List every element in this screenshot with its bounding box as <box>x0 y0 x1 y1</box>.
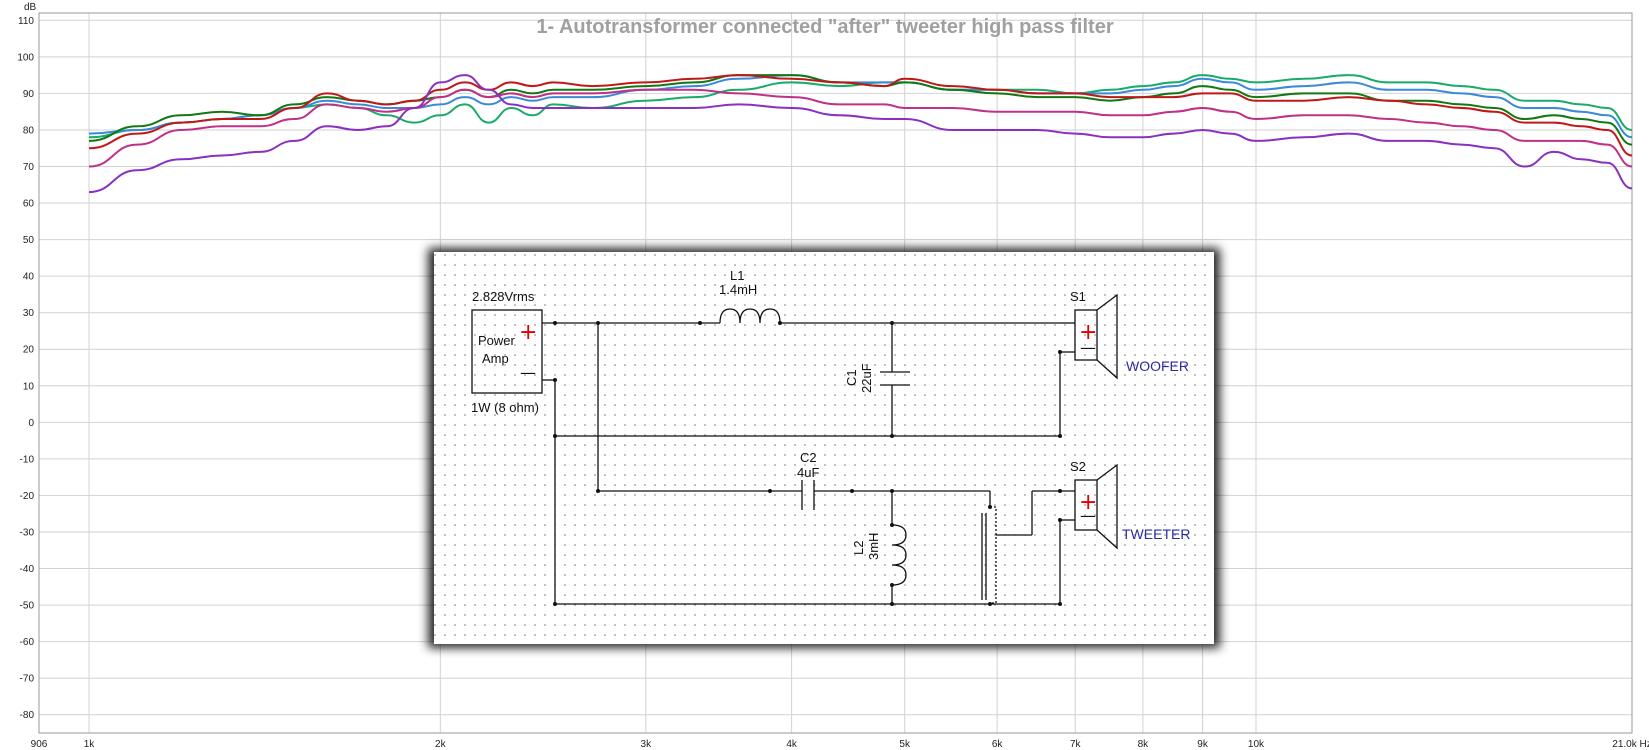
amp-plus-sign: + <box>519 320 537 345</box>
series-line-6 <box>88 74 1633 194</box>
y-tick-label: -40 <box>20 564 35 575</box>
l1-value: 1.4mH <box>719 282 757 297</box>
x-tick-label: 906 <box>31 739 48 750</box>
series-line-5 <box>88 88 1633 168</box>
y-tick-label: -50 <box>20 601 35 612</box>
woofer-label: WOOFER <box>1126 358 1189 374</box>
series-line-2 <box>88 74 1633 139</box>
x-tick-label: 3k <box>641 739 653 750</box>
speaker-s2-body <box>1074 479 1098 531</box>
plot-frame <box>38 12 1633 734</box>
source-voltage-label: 2.828Vrms <box>472 289 535 304</box>
y-axis-ticks: 1101009080706050403020100-10-20-30-40-50… <box>17 16 34 721</box>
series-line-4 <box>88 74 1633 157</box>
x-tick-label: 8k <box>1138 739 1150 750</box>
l2-name: L2 <box>851 541 866 555</box>
y-tick-label: 60 <box>23 199 35 210</box>
s2-plus-sign: + <box>1079 490 1097 515</box>
plot-border <box>38 12 1633 734</box>
power-amp-box <box>471 309 543 394</box>
s1-plus-sign: + <box>1079 320 1097 345</box>
x-tick-label: 10k <box>1248 739 1265 750</box>
speaker-s2-cone <box>1096 463 1118 550</box>
autotransformer-winding <box>990 506 997 604</box>
y-tick-label: 30 <box>23 308 35 319</box>
y-tick-label: -30 <box>20 527 35 538</box>
s1-name: S1 <box>1070 289 1086 304</box>
tweeter-label: TWEETER <box>1122 526 1190 542</box>
y-tick-label: 110 <box>18 16 34 27</box>
y-tick-label: -80 <box>20 710 35 721</box>
y-tick-label: -10 <box>20 454 35 465</box>
x-tick-label: 6k <box>992 739 1004 750</box>
inductor-l1 <box>719 308 781 324</box>
amp-minus-sign: — <box>520 363 536 382</box>
chart-title: 1- Autotransformer connected "after" twe… <box>536 16 1113 38</box>
y-tick-label: -20 <box>20 491 35 502</box>
x-tick-label: 5k <box>899 739 911 750</box>
l2-value: 3mH <box>866 533 881 560</box>
x-tick-label: 7k <box>1070 739 1082 750</box>
amp-label-line1: Power <box>478 333 516 348</box>
x-tick-label: 4k <box>786 739 798 750</box>
c2-name: C2 <box>800 450 817 465</box>
amp-power-label: 1W (8 ohm) <box>471 400 539 415</box>
inductor-l2 <box>891 524 907 586</box>
x-axis-ticks: 906 1k 2k 3k 4k 5k 6k 7k 8k 9k 10k 21.0k Hz <box>31 739 1649 750</box>
y-tick-label: 50 <box>23 235 35 246</box>
y-tick-label: 80 <box>23 125 35 136</box>
c2-value: 4uF <box>797 465 819 480</box>
c1-value: 22uF <box>859 363 874 393</box>
speaker-s1-body <box>1074 309 1098 361</box>
s2-minus-sign: — <box>1080 506 1096 525</box>
speaker-s1-cone <box>1096 293 1118 380</box>
x-tick-label: 21.0k Hz <box>1612 739 1649 750</box>
y-tick-label: 70 <box>23 162 35 173</box>
x-tick-label: 2k <box>435 739 447 750</box>
y-tick-label: 100 <box>17 52 34 63</box>
y-tick-label: 40 <box>23 272 35 283</box>
s1-minus-sign: — <box>1080 338 1096 357</box>
crossover-schematic: 2.828Vrms Power Amp + — 1W (8 ohm) L1 1.… <box>428 248 1220 648</box>
y-tick-label: -60 <box>20 637 35 648</box>
y-tick-label: 20 <box>23 345 35 356</box>
y-tick-label: 90 <box>23 89 35 100</box>
x-tick-label: 9k <box>1197 739 1209 750</box>
y-tick-label: 10 <box>23 381 35 392</box>
l1-name: L1 <box>730 268 744 283</box>
s2-name: S2 <box>1070 459 1086 474</box>
series-lines <box>88 74 1633 194</box>
schematic-dot-grid <box>434 252 1214 644</box>
y-axis-unit: dB <box>24 2 37 13</box>
y-tick-label: 0 <box>28 418 34 429</box>
y-tick-label: -70 <box>20 674 35 685</box>
c1-name: C1 <box>844 369 859 386</box>
amp-label-line2: Amp <box>482 351 509 366</box>
x-tick-label: 1k <box>84 739 96 750</box>
